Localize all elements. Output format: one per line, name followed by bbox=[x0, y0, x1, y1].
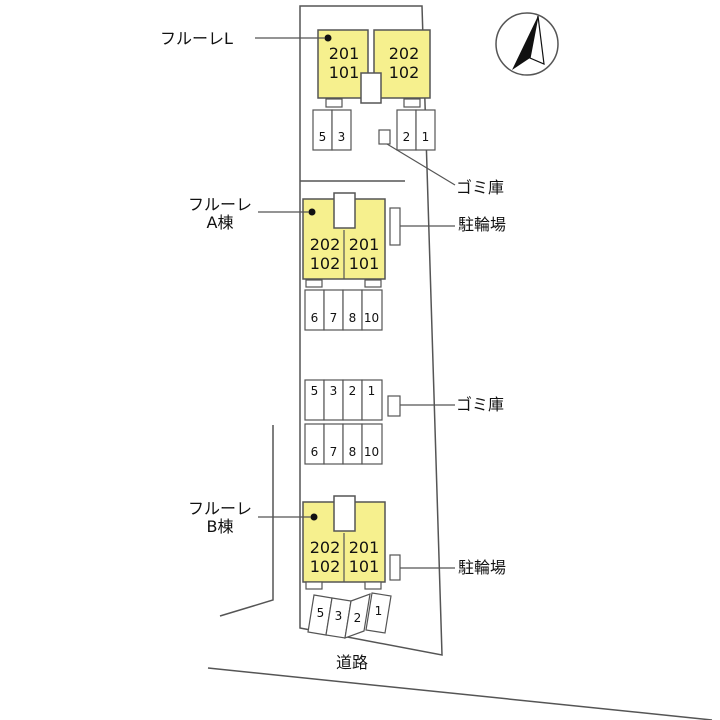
parking-row-mid2 bbox=[304, 423, 383, 465]
label-garbage-1: ゴミ庫 bbox=[456, 178, 505, 197]
room-l-unit1: 201 101 bbox=[324, 44, 364, 82]
room-b-unit1-upper: 202 bbox=[309, 538, 341, 557]
label-fulure-a-line1: フルーレ bbox=[187, 195, 252, 214]
label-bicycle-1: 駐輪場 bbox=[458, 215, 507, 234]
slot-mid2-3: 8 bbox=[348, 445, 357, 459]
garbage-box-1 bbox=[378, 129, 391, 145]
property-boundary bbox=[299, 5, 443, 656]
room-l-unit2-upper: 202 bbox=[388, 44, 420, 63]
label-fulure-b-line2: B棟 bbox=[206, 517, 234, 537]
room-b-unit2-upper: 201 bbox=[348, 538, 380, 557]
bicycle-box-2 bbox=[389, 554, 401, 581]
slot-top-right-1: 2 bbox=[402, 130, 411, 144]
building-fulure-a bbox=[302, 192, 386, 288]
slot-mid-3: 2 bbox=[348, 384, 357, 398]
slot-mid2-2: 7 bbox=[329, 445, 338, 459]
label-fulure-l: フルーレL bbox=[160, 29, 233, 48]
slot-a-4: 10 bbox=[363, 311, 380, 325]
room-b-unit1-lower: 102 bbox=[309, 557, 341, 576]
slot-a-3: 8 bbox=[348, 311, 357, 325]
label-fulure-a: フルーレ A棟 bbox=[180, 195, 260, 233]
slot-bottom-3: 2 bbox=[353, 611, 362, 625]
label-fulure-a-line2: A棟 bbox=[206, 213, 234, 233]
slot-bottom-4: 1 bbox=[374, 604, 383, 618]
room-a-unit1-upper: 202 bbox=[309, 235, 341, 254]
parking-row-bottom bbox=[307, 592, 392, 639]
room-b-unit2: 201 101 bbox=[344, 538, 384, 576]
parking-row-mid bbox=[304, 379, 383, 421]
adjacent-boundary bbox=[219, 425, 274, 617]
building-fulure-l bbox=[317, 29, 431, 108]
bicycle-box-1 bbox=[389, 207, 401, 246]
room-a-unit2-upper: 201 bbox=[348, 235, 380, 254]
room-l-unit1-lower: 101 bbox=[328, 63, 360, 82]
garbage-box-2 bbox=[387, 395, 401, 417]
parking-top-right bbox=[396, 109, 436, 151]
label-fulure-b: フルーレ B棟 bbox=[180, 499, 260, 537]
room-a-unit1: 202 102 bbox=[305, 235, 345, 273]
slot-a-2: 7 bbox=[329, 311, 338, 325]
slot-mid-4: 1 bbox=[367, 384, 376, 398]
label-fulure-b-line1: フルーレ bbox=[187, 499, 252, 518]
room-a-unit2-lower: 101 bbox=[348, 254, 380, 273]
road-edge-bottom bbox=[0, 0, 210, 600]
room-a-unit2: 201 101 bbox=[344, 235, 384, 273]
room-b-unit2-lower: 101 bbox=[348, 557, 380, 576]
label-garbage-2: ゴミ庫 bbox=[456, 395, 505, 414]
room-a-unit1-lower: 102 bbox=[309, 254, 341, 273]
parking-row-a bbox=[304, 289, 383, 331]
north-arrow-icon bbox=[495, 12, 559, 76]
slot-mid2-1: 6 bbox=[310, 445, 319, 459]
room-l-unit2: 202 102 bbox=[384, 44, 424, 82]
room-l-unit2-lower: 102 bbox=[388, 63, 420, 82]
road-edge-top bbox=[207, 667, 713, 720]
room-l-unit1-upper: 201 bbox=[328, 44, 360, 63]
label-road: 道路 bbox=[336, 653, 369, 672]
slot-bottom-1: 5 bbox=[316, 606, 325, 620]
slot-top-left-2: 3 bbox=[337, 130, 346, 144]
slot-mid-1: 5 bbox=[310, 384, 319, 398]
slot-mid-2: 3 bbox=[329, 384, 338, 398]
slot-top-right-2: 1 bbox=[421, 130, 430, 144]
slot-a-1: 6 bbox=[310, 311, 319, 325]
slot-mid2-4: 10 bbox=[363, 445, 380, 459]
parking-top-left bbox=[312, 109, 352, 151]
building-fulure-b bbox=[302, 495, 386, 590]
room-b-unit1: 202 102 bbox=[305, 538, 345, 576]
label-bicycle-2: 駐輪場 bbox=[458, 558, 507, 577]
slot-top-left-1: 5 bbox=[318, 130, 327, 144]
slot-bottom-2: 3 bbox=[334, 609, 343, 623]
